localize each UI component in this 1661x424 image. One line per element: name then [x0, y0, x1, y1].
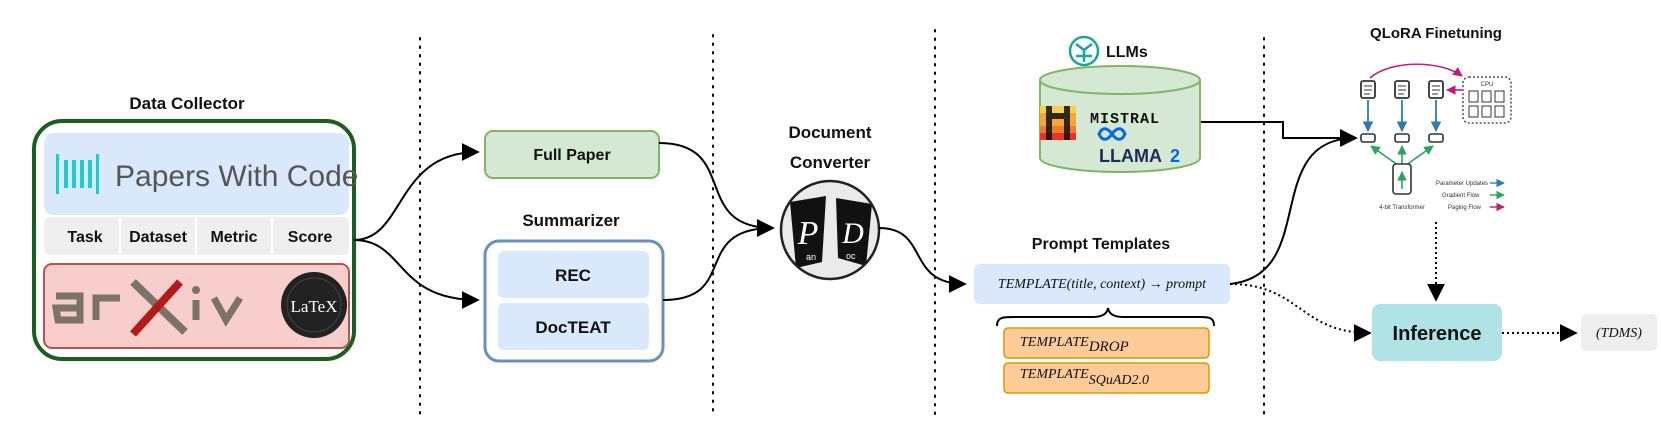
prompt-formula: TEMPLATE(title, context) → prompt	[998, 277, 1207, 292]
column-dataset: Dataset	[129, 229, 187, 246]
output-box	[1581, 314, 1657, 351]
template-squad: TEMPLATESQuAD2.0	[1020, 367, 1149, 388]
data-collector: Data Collector Papers With Code Task Dat…	[32, 94, 358, 361]
llm-cylinder-body	[1039, 80, 1201, 173]
adapter-blocks	[1360, 133, 1444, 143]
pandoc-logo: P D an oc	[779, 179, 881, 281]
full-paper-label: Full Paper	[533, 147, 610, 164]
legend-param-updates: Parameter Updates	[1436, 181, 1488, 187]
param-update-arrows	[1362, 100, 1442, 133]
arrow-summarizer-to-converter	[662, 219, 775, 301]
pwc-panel	[44, 133, 349, 215]
qlora-legend: Parameter Updates Gradient Flow Paging F…	[1436, 178, 1505, 212]
qlora-group: QLoRA Finetuning CPU	[1360, 25, 1512, 212]
llama-version: 2	[1170, 146, 1180, 166]
arrow-converter-to-prompt	[878, 227, 967, 293]
full-paper-box	[484, 130, 660, 179]
summarizer-docteat	[498, 303, 649, 350]
template-squad-box	[1003, 362, 1210, 394]
summarizer-title: Summarizer	[522, 211, 620, 230]
summarizer-rec-label: REC	[555, 266, 591, 285]
legend-gradient-flow: Gradient Flow	[1442, 193, 1480, 199]
pwc-name: Papers With Code	[115, 160, 358, 193]
converter-title-line2: Converter	[790, 153, 871, 172]
latex-text: LaTeX	[291, 297, 338, 316]
section-dividers	[419, 29, 1265, 416]
prompt-templates-title: Prompt Templates	[1032, 236, 1171, 253]
arrow-to-full-paper	[353, 143, 480, 241]
prompt-brace	[996, 307, 1215, 327]
summarizer-rec	[498, 251, 649, 298]
paging-arc	[1369, 63, 1463, 79]
inference-box	[1372, 304, 1502, 361]
adapter-1	[1360, 133, 1376, 143]
brain-icon	[1068, 35, 1100, 67]
adapter-2	[1394, 133, 1410, 143]
arrow-full-paper-to-converter	[658, 142, 775, 237]
data-collector-title: Data Collector	[129, 94, 245, 113]
arrows-collector	[353, 143, 480, 309]
cpu-label: CPU	[1481, 82, 1494, 88]
converter-title-line1: Document	[788, 123, 871, 142]
svg-text:P: P	[797, 215, 819, 252]
mistral-label: MISTRAL	[1090, 111, 1160, 128]
latex-badge: LaTeX	[281, 272, 347, 338]
llm-cylinder-top	[1039, 65, 1201, 95]
summarizer-docteat-label: DocTEAT	[535, 318, 611, 337]
qlora-title: QLoRA Finetuning	[1370, 25, 1502, 42]
llama-label: LLAMA	[1099, 146, 1162, 166]
svg-text:D: D	[841, 217, 864, 250]
inference-label: Inference	[1393, 323, 1482, 345]
svg-text:an: an	[806, 252, 816, 262]
column-task: Task	[67, 229, 102, 246]
arrows-converter	[658, 142, 775, 301]
arrow-prompt-to-inference	[1229, 283, 1372, 342]
legend-paging-flow: Paging Flow	[1448, 205, 1482, 211]
template-drop: TEMPLATEDROP	[1020, 335, 1129, 355]
mistral-logo-icon	[1040, 106, 1076, 140]
arrow-llms-to-qlora	[1201, 121, 1358, 147]
arxiv-logo	[51, 279, 243, 337]
meta-infinity-icon	[1097, 127, 1127, 141]
arrow-to-summarizer	[353, 239, 480, 309]
adapter-3	[1428, 133, 1444, 143]
svg-text:oc: oc	[846, 251, 856, 261]
column-metric: Metric	[210, 229, 257, 246]
llms-group: LLMs MISTRAL LLAMA 2	[1039, 35, 1201, 173]
column-score: Score	[288, 229, 333, 246]
llms-title: LLMs	[1106, 44, 1148, 61]
arrow-prompt-to-qlora	[1229, 129, 1358, 285]
cpu-docs	[1468, 90, 1505, 118]
output-label: (TDMS)	[1596, 326, 1642, 341]
pwc-logo-icon	[56, 154, 99, 194]
prompt-formula-box	[974, 264, 1230, 304]
template-drop-box	[1003, 327, 1210, 359]
transformer-label: 4-bit Transformer	[1379, 205, 1425, 211]
